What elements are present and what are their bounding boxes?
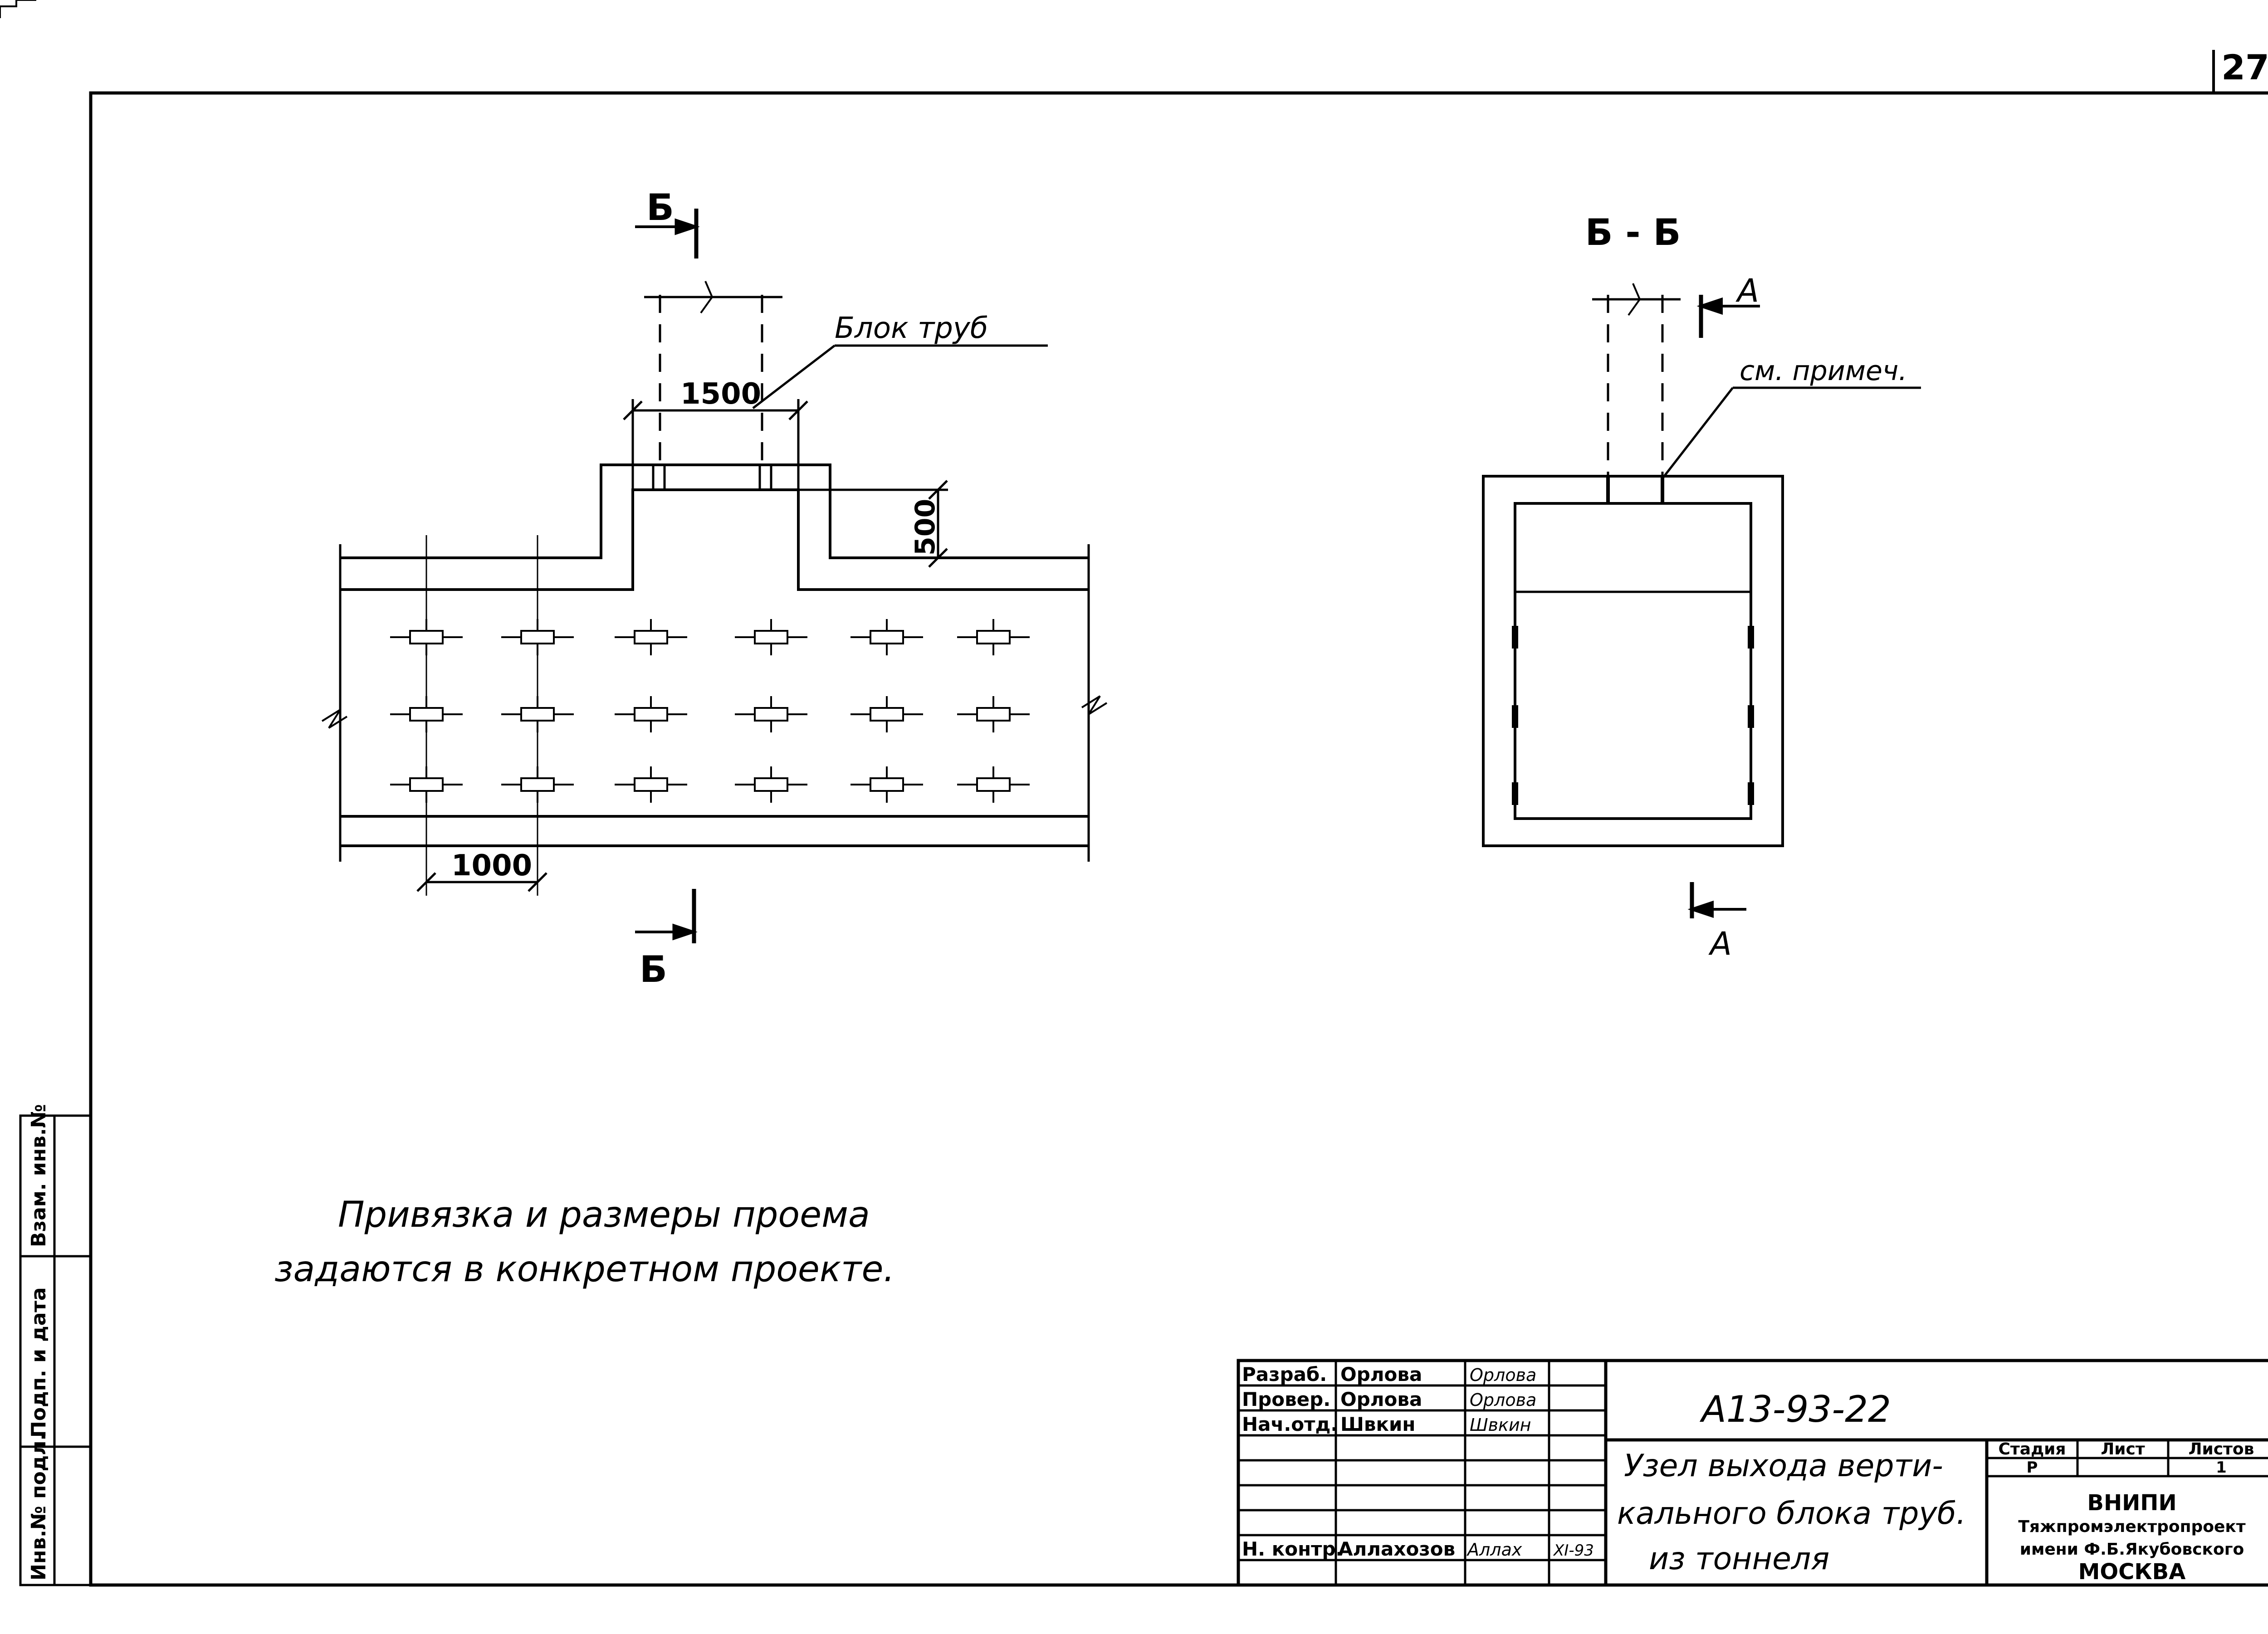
section-label-bottom: Б [640, 948, 667, 990]
tb-col-sheet: Лист [2101, 1440, 2145, 1458]
tb-col-stage: Стадия [1999, 1440, 2066, 1458]
tb-date: XI-93 [1553, 1541, 1594, 1560]
tb-drawing-title-2: кального блока труб. [1617, 1496, 1966, 1532]
tb-drawing-title-1: Узел выхода верти- [1624, 1448, 1943, 1484]
pipe-block-label: Блок труб [835, 312, 988, 345]
tb-role-razrab: Разраб. [1242, 1363, 1327, 1385]
tb-name-n-kontr: Аллахозов [1338, 1538, 1455, 1560]
dimension-1500: 1500 [680, 377, 761, 411]
plan-view [321, 209, 1108, 943]
side-strip [19, 1114, 92, 1586]
tb-drawing-title-3: из тоннеля [1649, 1541, 1829, 1577]
tb-org-line-4: МОСКВА [2078, 1559, 2186, 1585]
side-inv-podl: Инв.№ подл. [27, 1433, 50, 1580]
note-reference: см. примеч. [1740, 355, 1907, 387]
section-title: Б - Б [1585, 211, 1681, 254]
tb-org-line-3: имени Ф.Б.Якубовского [2020, 1540, 2244, 1559]
note-line-2: задаются в конкретном проекте. [274, 1249, 894, 1290]
sheet-frame [89, 50, 2268, 1587]
tb-org-line-2: Тяжпромэлектропроект [2018, 1517, 2245, 1536]
tb-signature-1: Орлова [1470, 1365, 1536, 1385]
anchor-grid [0, 0, 1031, 804]
tb-name-razrab: Орлова [1340, 1363, 1422, 1385]
tb-name-nach-otd: Швкин [1340, 1413, 1415, 1435]
tb-sheets-value: 1 [2216, 1458, 2227, 1477]
section-label-a-top: А [1735, 272, 1759, 309]
tb-role-nach-otd: Нач.отд. [1242, 1413, 1338, 1435]
tb-signature-2: Орлова [1470, 1390, 1536, 1410]
dimension-1000: 1000 [451, 849, 532, 883]
dimension-500: 500 [909, 499, 941, 556]
tb-signature-3: Швкин [1470, 1415, 1531, 1435]
tb-stage-value: Р [2027, 1458, 2038, 1477]
tb-name-prover: Орлова [1340, 1388, 1422, 1410]
note-line-1: Привязка и размеры проема [338, 1195, 870, 1235]
tb-signature-4: Аллах [1466, 1540, 1522, 1560]
tb-role-prover: Провер. [1242, 1388, 1330, 1410]
tb-doc-code: А13-93-22 [1699, 1388, 1891, 1430]
section-view [1482, 283, 1921, 918]
section-label-a-bottom: А [1708, 925, 1732, 962]
section-label-top: Б [646, 186, 674, 229]
tb-role-n-kontr: Н. контр. [1242, 1538, 1343, 1560]
side-vzam-inv: Взам. инв.№ [27, 1104, 50, 1247]
tb-org-line-1: ВНИПИ [2087, 1490, 2176, 1516]
tb-col-sheets: Листов [2189, 1440, 2254, 1458]
title-block [1237, 1359, 2268, 1587]
page-number: 27 [2221, 47, 2268, 88]
side-podp-data: Подп. и дата [27, 1287, 50, 1438]
